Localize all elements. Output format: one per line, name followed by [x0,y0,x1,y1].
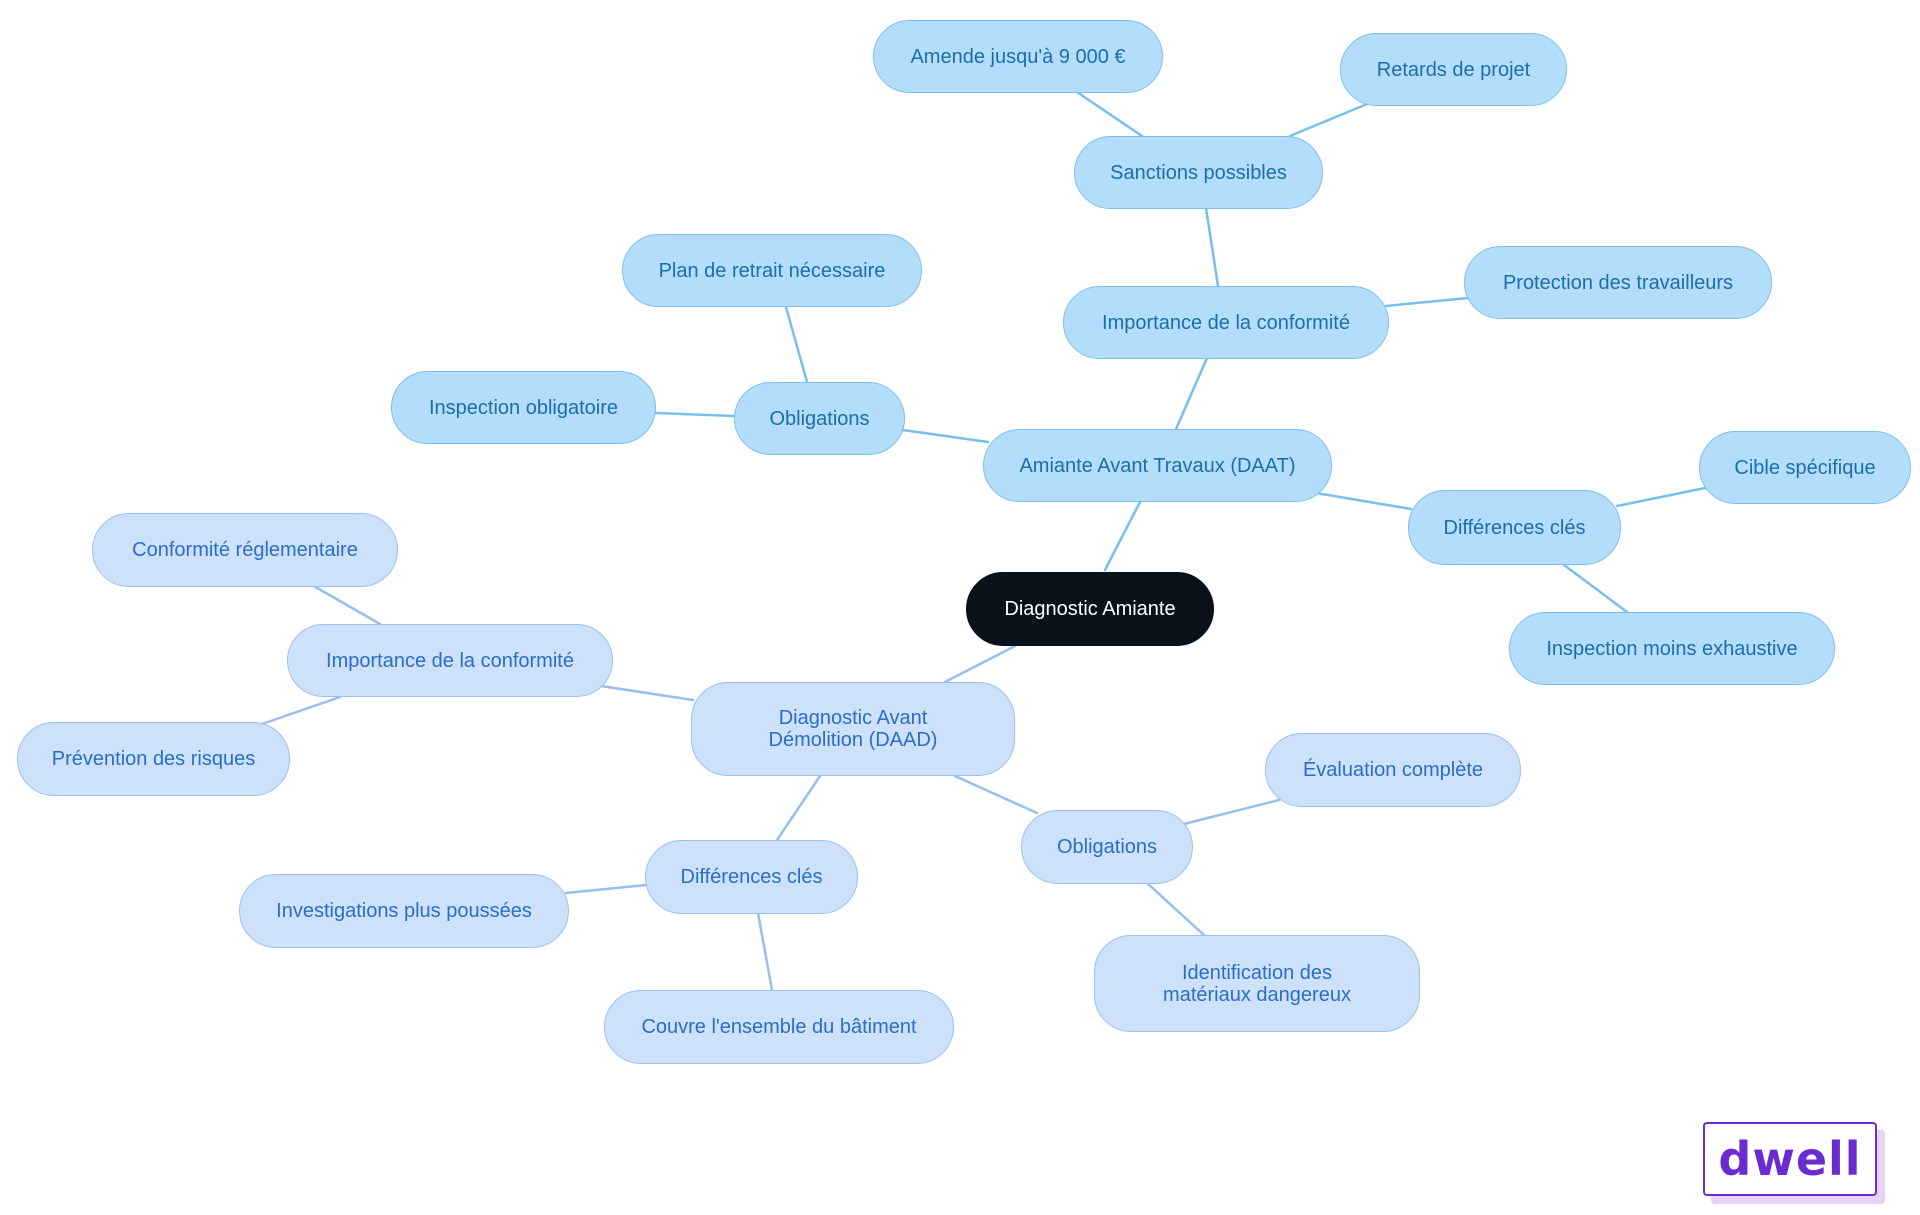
edge-importance-protection [1384,296,1470,308]
edge-obligations-inspection [654,411,736,418]
daat-obligations-node: Obligations [734,382,905,455]
edge-importance-prevention [260,695,342,726]
edge-daat-importance [1174,356,1209,431]
edge-sanctions-retards [1288,102,1369,138]
edge-obligations-evaluation [1182,798,1281,826]
daat-plan-node: Plan de retrait nécessaire [622,234,922,307]
edge-importance-conformite [310,583,382,626]
daat-inspection-exhaustive-node: Inspection moins exhaustive [1509,612,1835,685]
daad-node: Diagnostic Avant Démolition (DAAD) [691,682,1015,776]
daat-importance-node: Importance de la conformité [1063,286,1389,359]
edge-daad-importance [599,684,695,702]
daad-importance-node: Importance de la conformité [287,624,613,697]
logo-text: dwell [1703,1122,1877,1196]
edge-differences-cible [1615,486,1707,508]
daad-identification-node: Identification des matériaux dangereux [1094,935,1420,1032]
daat-amende-node: Amende jusqu'à 9 000 € [873,20,1163,93]
edge-daat-obligations [901,428,990,444]
daad-conformite-node: Conformité réglementaire [92,513,398,587]
edge-root-daad [943,644,1017,684]
edge-sanctions-amende [1075,90,1144,138]
daat-sanctions-node: Sanctions possibles [1074,136,1323,209]
daat-inspection-obligatoire-node: Inspection obligatoire [391,371,656,444]
edge-obligations-plan [784,305,809,384]
edge-daat-differences [1314,491,1413,511]
daat-differences-node: Différences clés [1408,490,1621,565]
edge-differences-couvre [756,911,774,992]
daad-differences-node: Différences clés [645,840,858,914]
edge-root-daat [1103,498,1143,572]
root-node: Diagnostic Amiante [966,572,1214,646]
daad-evaluation-node: Évaluation complète [1265,733,1521,807]
daad-investigations-node: Investigations plus poussées [239,874,569,948]
edge-importance-sanctions [1204,206,1220,288]
daat-retards-node: Retards de projet [1340,33,1567,106]
edge-obligations-identification [1145,881,1207,938]
edge-daad-obligations [953,774,1039,815]
edge-differences-investigations [564,883,648,895]
edge-daad-differences [775,774,822,842]
edge-differences-inspection [1562,563,1629,614]
daat-protection-node: Protection des travailleurs [1464,246,1772,319]
daad-couvre-node: Couvre l'ensemble du bâtiment [604,990,954,1064]
daad-prevention-node: Prévention des risques [17,722,290,796]
daat-cible-node: Cible spécifique [1699,431,1911,504]
daat-node: Amiante Avant Travaux (DAAT) [983,429,1332,502]
daad-obligations-node: Obligations [1021,810,1193,884]
dwell-logo: dwell [1703,1122,1885,1204]
